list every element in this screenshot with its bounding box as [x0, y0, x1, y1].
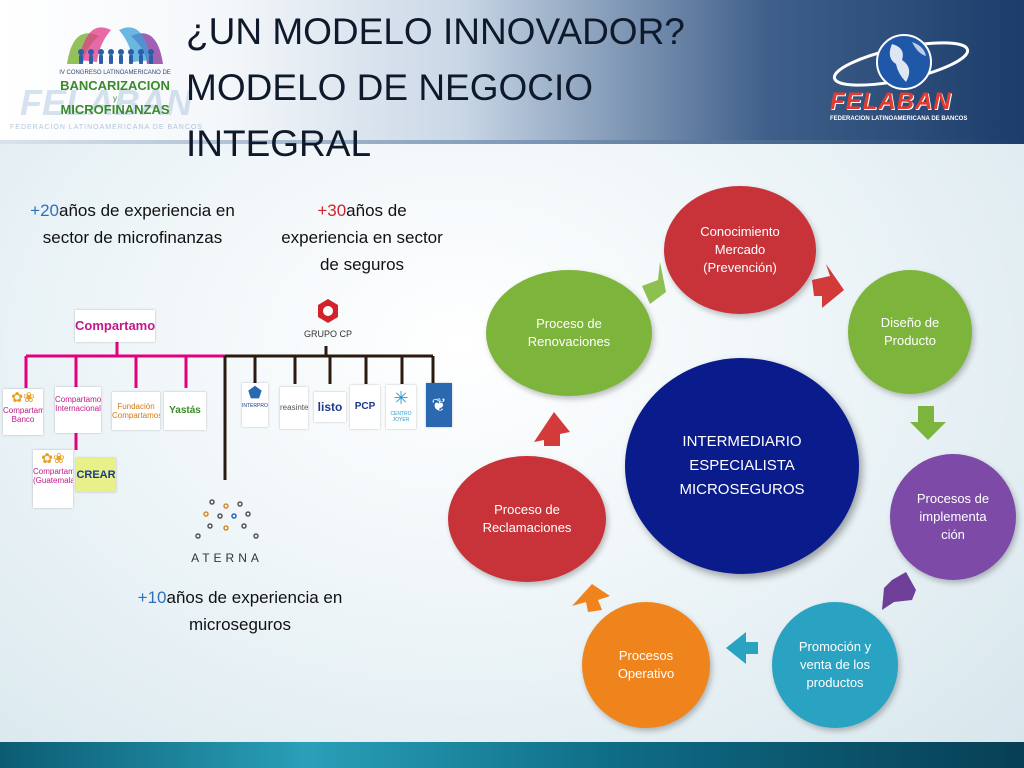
- shield-icon: ⬟: [248, 385, 262, 402]
- experience-seguros: +30años de experiencia en sector de segu…: [272, 197, 452, 278]
- node-label: Promoción y venta de los productos: [798, 639, 872, 690]
- node-procesos-implementacion: Procesos de implementa ción: [890, 454, 1016, 580]
- experience-text: años de experiencia en microseguros: [166, 588, 343, 634]
- experience-text: años de experiencia en sector de microfi…: [42, 201, 235, 247]
- flowers-icon: ✿❀: [11, 389, 35, 405]
- globe-icon: [832, 34, 970, 90]
- node-diseno-producto: Diseño de Producto: [848, 270, 972, 394]
- cycle-arrows: [534, 262, 946, 664]
- congress-title-2: MICROFINANZAS: [60, 102, 170, 117]
- cristal-label: CENTRO JOYER: [390, 411, 412, 423]
- header-divider: [0, 140, 1024, 144]
- crear-logo: CREAR: [76, 458, 116, 492]
- experience-number: +30: [317, 201, 347, 220]
- interproteccion-label: INTERPROTECCION: [242, 403, 268, 409]
- listo-logo: listo: [314, 392, 346, 422]
- felaban-logo: FELABAN FEDERACION LATINOAMERICANA DE BA…: [826, 30, 976, 130]
- organization-tree: [24, 340, 435, 480]
- experience-microseguros: +10años de experiencia en microseguros: [125, 584, 355, 638]
- compartamos-internacional-label: Compartamos Internacional: [55, 395, 101, 413]
- reasinter-logo: reasinter: [280, 387, 308, 429]
- node-label: Diseño de Producto: [880, 315, 940, 348]
- ghost-watermark-subtitle: FEDERACION LATINOAMERICANA DE BANCOS: [10, 124, 204, 131]
- arrow-implementacion-to-promocion: [882, 572, 916, 610]
- node-proceso-renovaciones: Proceso de Renovaciones: [486, 270, 652, 396]
- grupo-cp-name: GRUPO CP: [303, 329, 352, 339]
- compartamos-banco-label: Compartamos Banco: [3, 406, 43, 424]
- arrow-operativo-to-reclamaciones: [572, 584, 610, 612]
- flowers-icon: ✿❀: [41, 450, 65, 466]
- node-proceso-reclamaciones: Proceso de Reclamaciones: [448, 456, 606, 582]
- fundacion-label: Fundación Compartamos: [112, 402, 160, 420]
- congress-title-1: BANCARIZACION: [60, 78, 170, 93]
- experience-microfinanzas: +20años de experiencia en sector de micr…: [20, 197, 245, 251]
- leaf-shield-icon: ❦: [431, 395, 447, 415]
- fundacion-compartamos-logo: Fundación Compartamos: [112, 392, 160, 430]
- arrow-diseno-to-implementacion: [910, 406, 946, 440]
- node-label: Procesos Operativo: [617, 648, 675, 681]
- yastas-logo: Yastás: [164, 392, 206, 430]
- footer-band: [0, 742, 1024, 768]
- ghost-watermark-logo: FELABAN: [20, 82, 192, 123]
- node-promocion-venta: Promoción y venta de los productos: [772, 602, 898, 728]
- people-wings-icon: [67, 27, 163, 64]
- felaban-subtitle: FEDERACION LATINOAMERICANA DE BANCOS: [830, 116, 968, 122]
- node-label: Procesos de implementa ción: [916, 491, 990, 542]
- aterna-dots-icon: [195, 499, 259, 539]
- node-procesos-operativo: Procesos Operativo: [582, 602, 710, 728]
- experience-text: años de experiencia en sector de seguros: [281, 201, 443, 274]
- node-label: Proceso de Renovaciones: [527, 316, 611, 349]
- arrow-promocion-to-operativo: [726, 632, 758, 664]
- experience-number: +10: [137, 588, 167, 607]
- node-label: Proceso de Reclamaciones: [482, 502, 572, 535]
- cristal-logo: ✳ CENTRO JOYER: [386, 385, 416, 429]
- compartamos-logo: Compartamos: [75, 310, 155, 342]
- node-label: Conocimiento Mercado (Prevención): [700, 224, 780, 275]
- header-banner: [0, 0, 1024, 140]
- pcp-logo: PCP: [350, 385, 380, 429]
- compartamos-guatemala-label: Compartamos (Guatemala): [33, 467, 73, 485]
- congress-connector: y: [113, 94, 117, 103]
- grupo-cp-logo: GRUPO CP: [300, 298, 356, 350]
- center-label: INTERMEDIARIO ESPECIALISTA MICROSEGUROS: [679, 433, 805, 498]
- cp-mark-icon: [318, 299, 338, 323]
- arrow-reclamaciones-to-renovaciones: [534, 412, 570, 446]
- snowflake-icon: ✳: [393, 388, 409, 408]
- congress-edition: IV CONGRESO LATINOAMERICANO DE: [59, 70, 171, 76]
- center-intermediario: INTERMEDIARIO ESPECIALISTA MICROSEGUROS: [625, 358, 859, 574]
- node-conocimiento-mercado: Conocimiento Mercado (Prevención): [664, 186, 816, 314]
- aterna-logo: ATERNA: [186, 496, 268, 566]
- experience-number: +20: [30, 201, 60, 220]
- felaban-name: FELABAN: [830, 88, 952, 115]
- shield-logo: ❦: [426, 383, 452, 427]
- arrow-renovaciones-to-conocimiento: [642, 262, 666, 304]
- interproteccion-logo: ⬟ INTERPROTECCION: [242, 383, 268, 427]
- congress-logo: IV CONGRESO LATINOAMERICANO DE BANCARIZA…: [55, 14, 175, 126]
- arrow-conocimiento-to-diseno: [812, 264, 844, 308]
- aterna-name: ATERNA: [191, 551, 263, 565]
- compartamos-guatemala-logo: ✿❀ Compartamos (Guatemala): [33, 450, 73, 508]
- compartamos-banco-logo: ✿❀ Compartamos Banco: [3, 389, 43, 435]
- compartamos-internacional-logo: Compartamos Internacional: [55, 387, 101, 433]
- slide-title: ¿UN MODELO INNOVADOR?MODELO DE NEGOCIO I…: [186, 11, 685, 164]
